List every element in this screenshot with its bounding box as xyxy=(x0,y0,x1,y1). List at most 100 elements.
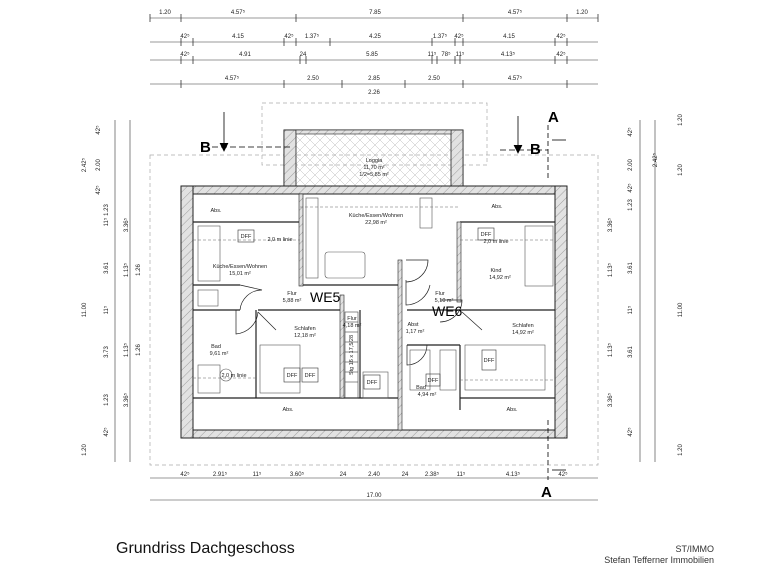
dim-label: 4.57⁵ xyxy=(508,9,523,16)
abst-area: 1,17 m² xyxy=(406,329,425,335)
room-labels: Loggia 11,70 m² 1/2=5,85 m² Küche/Essen/… xyxy=(210,158,534,413)
headroom-lines xyxy=(193,206,555,381)
dim-label: 4.13⁵ xyxy=(506,471,521,478)
dim-label: 42⁵ xyxy=(103,427,110,437)
abst-name: Abst xyxy=(407,322,418,328)
dim-label: 1.13⁵ xyxy=(607,342,614,357)
top-dim-row2: 42⁵ 4.15 42⁵ 1.37⁵ 4.25 1.37⁵ 42⁵ 4.15 4… xyxy=(180,33,566,40)
abs-top-left: Abs. xyxy=(210,208,221,214)
bad-left-area: 9,61 m² xyxy=(210,351,229,357)
section-label-a-bottom: A xyxy=(541,484,552,501)
brand-name: ST/IMMO xyxy=(675,544,715,554)
dim-label: 3.61 xyxy=(628,262,634,274)
dim-label: 42⁵ xyxy=(180,33,190,40)
exterior-walls xyxy=(180,185,568,439)
schlafen-left-area: 12,18 m² xyxy=(294,333,316,339)
dim-label: 2.42⁵ xyxy=(652,152,659,167)
abs-bottom-right: Abs. xyxy=(506,407,517,413)
dim-label: 1.26 xyxy=(136,264,142,276)
dim-label: 42⁵ xyxy=(454,33,464,40)
dim-label: 17.00 xyxy=(366,493,382,499)
dim-label: 1.13⁵ xyxy=(123,262,130,277)
furniture xyxy=(197,197,554,399)
dim-label: 1.13⁵ xyxy=(123,342,130,357)
section-label-b-right: B xyxy=(530,141,541,158)
section-markers xyxy=(212,112,566,480)
dim-label: 11⁵ xyxy=(456,51,465,58)
loggia-name: Loggia xyxy=(366,158,383,164)
dff-box xyxy=(237,229,255,243)
dim-label: 4.15 xyxy=(503,34,515,40)
dim-label: 42⁵ xyxy=(180,471,190,478)
dim-label: 78⁵ xyxy=(441,51,451,58)
dim-label: 2.40 xyxy=(368,472,380,478)
dim-label: 2.85 xyxy=(368,76,380,82)
unit-we5: WE5 xyxy=(310,289,341,305)
dff-label: DFF xyxy=(367,380,378,386)
right-dimensions xyxy=(639,120,656,462)
dim-label: 2.26 xyxy=(368,90,380,96)
dim-label: 1.20 xyxy=(576,10,588,16)
unit-labels: WE5 WE6 xyxy=(310,289,463,319)
dim-label: 1.13⁵ xyxy=(607,262,614,277)
kueche-left-name: Küche/Essen/Wohnen xyxy=(213,264,267,270)
stair-label: Stg 16 x 17,5/28 xyxy=(349,335,355,375)
schlafen-left-name: Schlafen xyxy=(294,326,315,332)
top-dim-row3: 42⁵ 4.91 24 5.85 11⁵ 78⁵ 11⁵ 4.13⁵ 42⁵ xyxy=(180,51,566,58)
linie-label: 2,0 m linie xyxy=(483,239,508,245)
dim-label: 42⁵ xyxy=(627,183,634,193)
flur-right-area: 5,10 m² xyxy=(435,298,454,304)
schlafen-right-area: 14,92 m² xyxy=(512,330,534,336)
dim-label: 2.38⁵ xyxy=(425,471,440,478)
dim-label: 3.61 xyxy=(104,262,110,274)
brand-subtitle: Stefan Tefferner Immobilien xyxy=(604,555,714,565)
dim-label: 3.60⁵ xyxy=(290,471,305,478)
unit-we6: WE6 xyxy=(432,303,463,319)
dim-label: 1.20 xyxy=(82,444,88,456)
dff-label: DFF xyxy=(481,232,492,238)
dim-label: 42⁵ xyxy=(95,125,102,135)
dim-label: 1.26 xyxy=(136,344,142,356)
dff-box xyxy=(481,349,497,371)
right-dim-labels: 1.20 1.20 11.00 1.20 2.42⁵ 42⁵ 2.00 42⁵ … xyxy=(607,114,684,456)
dim-label: 7.85 xyxy=(369,10,381,16)
dff-label: DFF xyxy=(287,373,298,379)
flur-mid-area: 4,18 m² xyxy=(343,323,362,329)
plan-caption: Grundriss Dachgeschoss xyxy=(116,540,295,557)
dim-label: 4.57⁵ xyxy=(231,9,246,16)
dim-label: 3.36⁵ xyxy=(123,217,130,232)
dim-label: 42⁵ xyxy=(284,33,294,40)
loggia-area: 11,70 m² xyxy=(363,165,384,171)
interior-walls xyxy=(193,194,555,430)
bad-right-area: 4,94 m² xyxy=(418,392,437,398)
abs-bottom-left: Abs. xyxy=(282,407,293,413)
linie-label: 2,0 m linie xyxy=(267,237,292,243)
dim-label: 42⁵ xyxy=(627,127,634,137)
dim-label: 42⁵ xyxy=(627,427,634,437)
dim-label: 11⁵ xyxy=(103,305,110,314)
door-swings xyxy=(235,259,483,366)
dff-box xyxy=(477,227,495,241)
dff-label: DFF xyxy=(241,234,252,240)
dim-label: 2.42⁵ xyxy=(81,157,88,172)
dim-label: 11⁵ xyxy=(627,305,634,314)
dff-label: DFF xyxy=(305,373,316,379)
dim-label: 4.15 xyxy=(232,34,244,40)
loggia-area xyxy=(283,129,464,187)
dim-label: 2.50 xyxy=(428,76,440,82)
stair xyxy=(344,311,359,399)
dim-label: 2.50 xyxy=(307,76,319,82)
dim-label: 11⁵ xyxy=(457,471,466,478)
dim-label: 3.73 xyxy=(104,346,110,358)
dim-label: 1.37⁵ xyxy=(433,33,448,40)
dim-label: 3.36⁵ xyxy=(607,217,614,232)
schlafen-right-name: Schlafen xyxy=(512,323,533,329)
linie-label: 2,0 m linie xyxy=(221,373,246,379)
dim-label: 1.23 xyxy=(628,199,634,211)
dff-label: DFF xyxy=(428,378,439,384)
section-label-a-top: A xyxy=(548,109,559,126)
top-dimensions xyxy=(149,14,599,88)
dim-label: 4.25 xyxy=(369,34,381,40)
dim-label: 1.20 xyxy=(159,10,171,16)
dim-label: 4.57⁵ xyxy=(508,75,523,82)
